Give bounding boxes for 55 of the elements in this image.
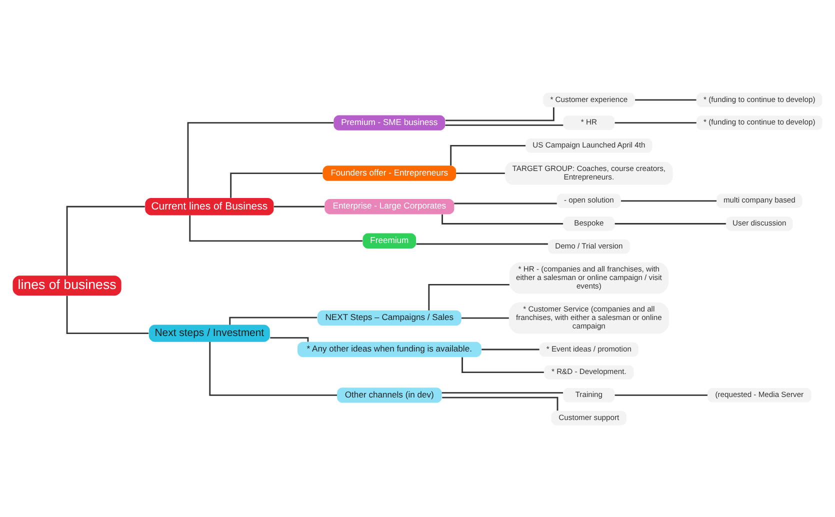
node-box: - open solution [557, 193, 621, 208]
node-box: * Any other ideas when funding is available. [298, 341, 482, 357]
node-box: Training [563, 388, 615, 402]
connector [462, 356, 544, 373]
node-box: lines of business [12, 275, 122, 296]
node-box: Freemium [362, 232, 416, 248]
connector [229, 316, 318, 324]
connector [230, 172, 323, 198]
node-box: * (funding to continue to develop) [696, 115, 822, 130]
node-box: * R&D - Development. [544, 364, 634, 379]
node-box: Next steps / Investment [148, 324, 270, 342]
node-box: Enterprise - Large Corporates [324, 198, 454, 214]
node-box: * Customer Service (companies and all franchises, with either a salesman or online campaign [508, 302, 669, 334]
connector [614, 222, 726, 224]
node-box: TARGET GROUP: Coaches, course creators, Entrepreneurs. [505, 161, 673, 184]
node-box: Founders offer - Entrepreneurs [322, 165, 456, 180]
connector [209, 341, 337, 396]
connector [66, 295, 149, 334]
connector [187, 122, 334, 198]
connector [66, 205, 145, 276]
connector [442, 214, 564, 224]
node-box: * Customer experience [543, 92, 635, 107]
connector [442, 392, 564, 394]
connector [416, 242, 548, 244]
node-box: Other channels (in dev) [337, 387, 442, 402]
node-box: * (funding to continue to develop) [696, 92, 822, 107]
connector [482, 348, 540, 350]
connector [442, 396, 558, 410]
node-box: User discussion [726, 216, 793, 230]
node-box: Demo / Trial version [548, 238, 630, 254]
node-box: Current lines of Business [145, 198, 274, 215]
connector [621, 200, 717, 202]
connector [450, 144, 526, 165]
node-box: * Event ideas / promotion [539, 342, 638, 356]
connector [445, 124, 564, 126]
node-box: Customer support [551, 410, 627, 425]
connector [428, 284, 510, 310]
connector [270, 336, 309, 342]
connector [461, 316, 509, 318]
node-box: * HR - (companies and all franchises, with either a salesman or online campaign / visit events) [509, 262, 668, 294]
node-box: Premium - SME business [334, 114, 446, 130]
connector [454, 202, 557, 204]
node-box: (requested - Media Server [708, 388, 812, 402]
connector [614, 394, 708, 396]
node-box: US Campaign Launched April 4th [526, 138, 652, 152]
connector [456, 172, 505, 174]
connector [445, 106, 554, 121]
node-box: NEXT Steps – Campaigns / Sales [318, 310, 462, 326]
connector [189, 214, 362, 242]
connector [274, 205, 324, 207]
connector [614, 122, 696, 124]
connector [635, 98, 696, 100]
node-box: multi company based [716, 193, 802, 208]
node-box: * HR [563, 115, 615, 130]
node-box: Bespoke [563, 216, 615, 230]
